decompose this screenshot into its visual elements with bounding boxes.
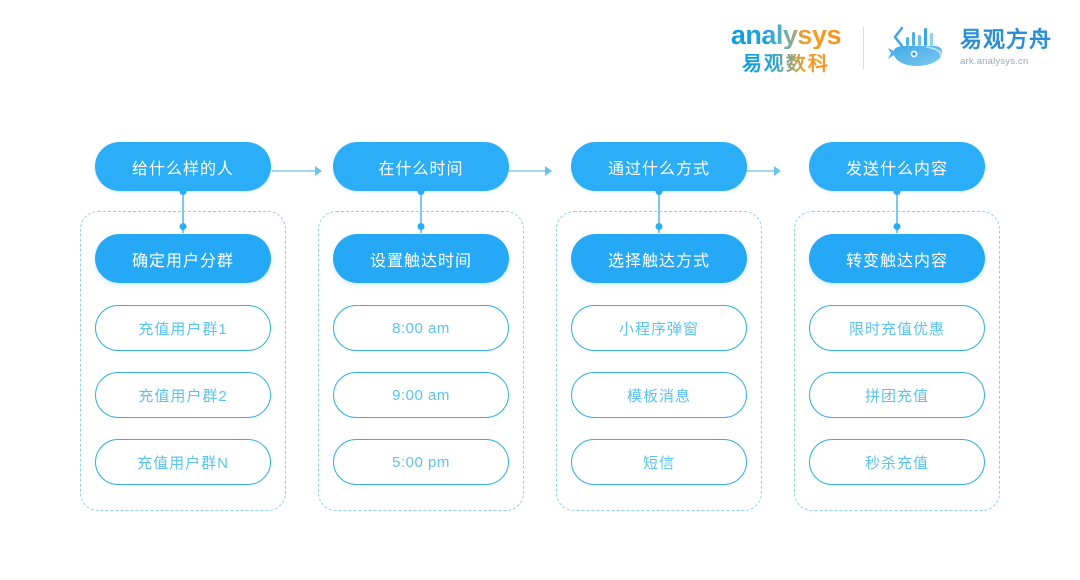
arrow-head-icon (774, 166, 781, 176)
option-pill-3-2[interactable]: 模板消息 (571, 372, 747, 418)
option-pill-2-1[interactable]: 8:00 am (333, 305, 509, 351)
header-logos: analysys 易观数科 (730, 20, 1052, 75)
arrow-shaft (272, 170, 315, 172)
option-pill-4-1[interactable]: 限时充值优惠 (809, 305, 985, 351)
option-pill-3-3[interactable]: 短信 (571, 439, 747, 485)
flow-columns: 给什么样的人 确定用户分群 充值用户群1 充值用户群2 充值用户群N 在什么时间… (79, 142, 1001, 511)
arrow-shaft (731, 170, 774, 172)
action-pill-3[interactable]: 选择触达方式 (571, 234, 747, 283)
arrow-connector-2 (502, 166, 552, 176)
analysys-logo: analysys 易观数科 (730, 20, 842, 75)
option-pill-2-2[interactable]: 9:00 am (333, 372, 509, 418)
flow-column-3: 通过什么方式 选择触达方式 小程序弹窗 模板消息 短信 (555, 142, 763, 511)
option-pill-4-3[interactable]: 秒杀充值 (809, 439, 985, 485)
step-group-3: 选择触达方式 小程序弹窗 模板消息 短信 (556, 211, 762, 511)
arrow-connector-3 (731, 166, 781, 176)
question-pill-4[interactable]: 发送什么内容 (809, 142, 985, 191)
flow-column-1: 给什么样的人 确定用户分群 充值用户群1 充值用户群2 充值用户群N (79, 142, 287, 511)
step-group-4: 转变触达内容 限时充值优惠 拼团充值 秒杀充值 (794, 211, 1000, 511)
step-group-2: 设置触达时间 8:00 am 9:00 am 5:00 pm (318, 211, 524, 511)
option-pill-4-2[interactable]: 拼团充值 (809, 372, 985, 418)
option-pill-1-1[interactable]: 充值用户群1 (95, 305, 271, 351)
question-pill-3[interactable]: 通过什么方式 (571, 142, 747, 191)
action-pill-4[interactable]: 转变触达内容 (809, 234, 985, 283)
vertical-connector-4 (896, 191, 898, 233)
vertical-connector-3 (658, 191, 660, 233)
ark-logo-text: 易观方舟 ark.analysys.cn (960, 29, 1052, 67)
option-pill-2-3[interactable]: 5:00 pm (333, 439, 509, 485)
analysys-wordmark: analysys (730, 20, 842, 50)
action-pill-2[interactable]: 设置触达时间 (333, 234, 509, 283)
whale-bar-chart-icon (886, 23, 950, 74)
arrow-shaft (502, 170, 545, 172)
step-group-1: 确定用户分群 充值用户群1 充值用户群2 充值用户群N (80, 211, 286, 511)
vertical-connector-2 (420, 191, 422, 233)
ark-analysys-logo: 易观方舟 ark.analysys.cn (886, 23, 1052, 74)
vertical-connector-1 (182, 191, 184, 233)
arrow-head-icon (545, 166, 552, 176)
logo-divider (862, 27, 864, 69)
option-pill-3-1[interactable]: 小程序弹窗 (571, 305, 747, 351)
question-pill-2[interactable]: 在什么时间 (333, 142, 509, 191)
arrow-connector-1 (272, 166, 322, 176)
arrow-head-icon (315, 166, 322, 176)
option-pill-1-3[interactable]: 充值用户群N (95, 439, 271, 485)
analysys-chinese-name: 易观数科 (741, 53, 830, 75)
action-pill-1[interactable]: 确定用户分群 (95, 234, 271, 283)
ark-url: ark.analysys.cn (959, 56, 1029, 68)
ark-chinese-name: 易观方舟 (959, 27, 1052, 53)
question-pill-1[interactable]: 给什么样的人 (95, 142, 271, 191)
flow-column-4: 发送什么内容 转变触达内容 限时充值优惠 拼团充值 秒杀充值 (793, 142, 1001, 511)
option-pill-1-2[interactable]: 充值用户群2 (95, 372, 271, 418)
flow-column-2: 在什么时间 设置触达时间 8:00 am 9:00 am 5:00 pm (317, 142, 525, 511)
